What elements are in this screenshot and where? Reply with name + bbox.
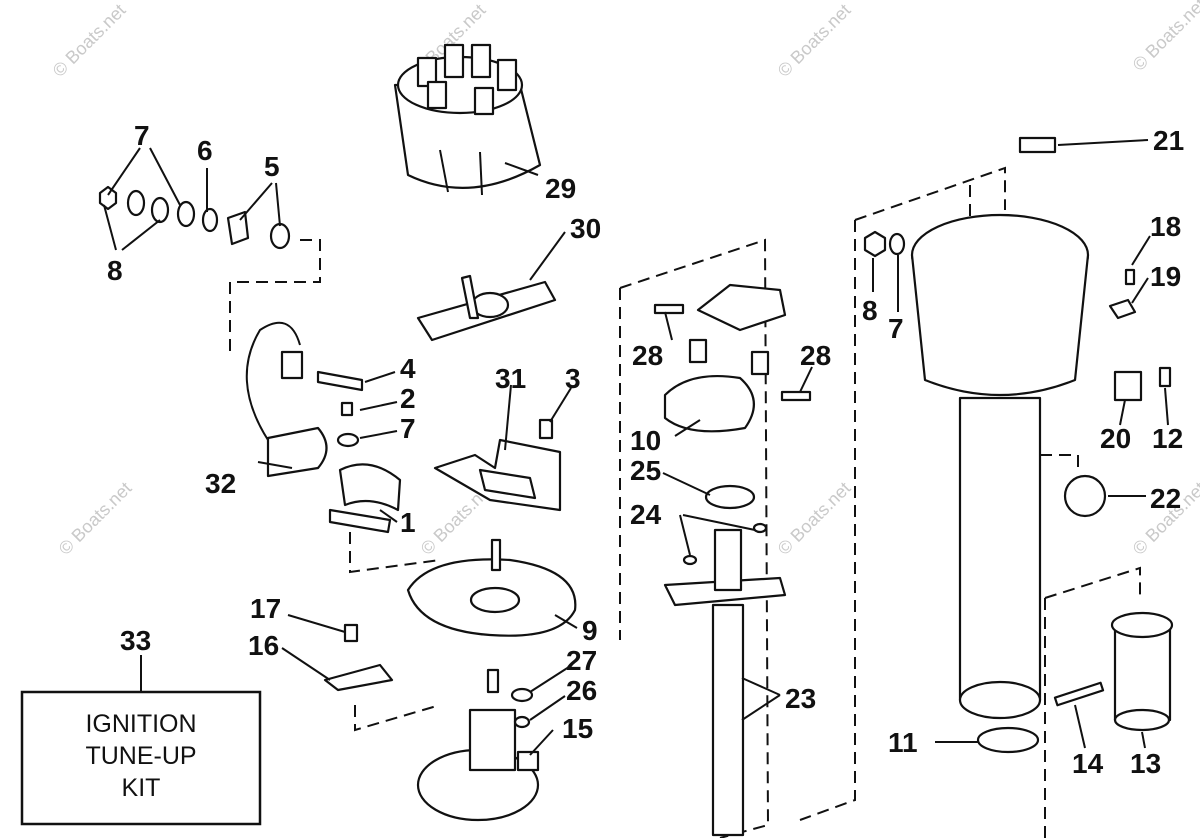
kit-line-2: TUNE-UP xyxy=(85,742,196,770)
callout-22: 22 xyxy=(1150,483,1181,514)
distributor-cap xyxy=(393,43,542,196)
guide-breaker-base xyxy=(354,704,441,732)
callout-6: 6 xyxy=(197,135,213,166)
breaker-plate xyxy=(406,538,577,637)
callout-32: 32 xyxy=(205,468,236,499)
guide-gear-box xyxy=(1044,566,1141,838)
callout-1: 1 xyxy=(400,507,416,538)
callout-5: 5 xyxy=(264,151,280,182)
callout-33: 33 xyxy=(120,625,151,656)
callout-25: 25 xyxy=(630,455,661,486)
callout-18: 18 xyxy=(1150,211,1181,242)
callout-7: 7 xyxy=(134,120,150,151)
callout-12: 12 xyxy=(1152,423,1183,454)
small-hardware-left xyxy=(98,185,291,250)
breaker-point xyxy=(433,438,562,512)
callout-10: 10 xyxy=(630,425,661,456)
callout-8: 8 xyxy=(107,255,123,286)
callout-28: 28 xyxy=(632,340,663,371)
callout-8: 8 xyxy=(862,295,878,326)
callout-28: 28 xyxy=(800,340,831,371)
kit-line-1: IGNITION xyxy=(85,710,196,738)
leader-lines xyxy=(103,139,1169,756)
callout-9: 9 xyxy=(582,615,598,646)
callout-7: 7 xyxy=(400,413,416,444)
callout-31: 31 xyxy=(495,363,526,394)
watermark: © Boats.net xyxy=(1129,0,1200,75)
callout-27: 27 xyxy=(566,645,597,676)
callout-14: 14 xyxy=(1072,748,1104,779)
callout-19: 19 xyxy=(1150,261,1181,292)
callout-20: 20 xyxy=(1100,423,1131,454)
distributor-housing xyxy=(863,136,1172,754)
guide-housing-box xyxy=(799,166,1006,821)
condenser xyxy=(245,321,328,478)
guide-weights-box xyxy=(619,238,770,838)
callout-29: 29 xyxy=(545,173,576,204)
callouts: 7 6 5 8 29 30 4 2 7 32 1 31 3 9 17 16 27… xyxy=(107,120,1184,779)
callout-23: 23 xyxy=(785,683,816,714)
screws-mid xyxy=(316,370,554,448)
callout-2: 2 xyxy=(400,383,416,414)
rotor xyxy=(416,274,557,342)
watermark: © Boats.net xyxy=(55,478,136,559)
callout-21: 21 xyxy=(1153,125,1184,156)
lock-plate xyxy=(323,623,394,692)
guide-condenser-group xyxy=(349,532,441,574)
callout-26: 26 xyxy=(566,675,597,706)
guide-cap-group xyxy=(229,239,321,355)
callout-24: 24 xyxy=(630,499,662,530)
callout-4: 4 xyxy=(400,353,416,384)
drive-gear xyxy=(1053,611,1174,732)
callout-30: 30 xyxy=(570,213,601,244)
kit-line-3: KIT xyxy=(122,774,161,802)
callout-17: 17 xyxy=(250,593,281,624)
callout-16: 16 xyxy=(248,630,279,661)
callout-15: 15 xyxy=(562,713,593,744)
advance-weights xyxy=(653,283,812,433)
watermark: © Boats.net xyxy=(774,478,855,559)
callout-11: 11 xyxy=(888,727,918,758)
callout-3: 3 xyxy=(565,363,581,394)
watermark: © Boats.net xyxy=(774,0,855,81)
callout-13: 13 xyxy=(1130,748,1161,779)
condenser-clamp xyxy=(328,463,402,534)
watermark: © Boats.net xyxy=(49,0,130,81)
distributor-shaft xyxy=(663,484,787,837)
tune-up-kit-box: IGNITION TUNE-UP KIT xyxy=(20,690,262,826)
guide-vacuum xyxy=(1040,454,1079,470)
breaker-base xyxy=(416,668,540,822)
callout-7: 7 xyxy=(888,313,904,344)
